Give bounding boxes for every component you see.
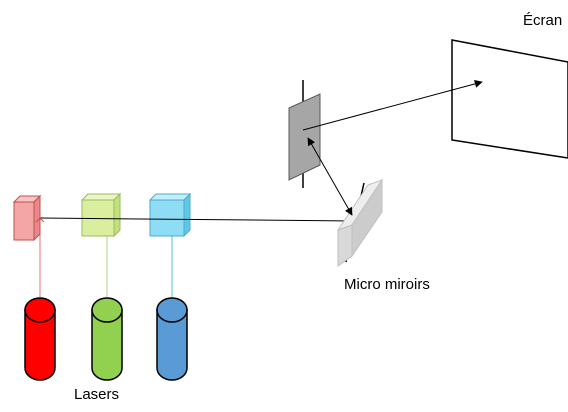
upper-micro-mirror (288, 80, 321, 188)
blue-laser (156, 297, 188, 381)
blue-filter (148, 192, 192, 238)
green-laser (91, 297, 123, 381)
screen-label: Écran (523, 12, 563, 29)
screen-panel (451, 39, 568, 159)
green-filter (80, 192, 122, 238)
micro-mirrors-label: Micro miroirs (344, 276, 430, 293)
lasers-label: Lasers (74, 386, 120, 403)
mirror-to-mirror-beam (307, 137, 353, 216)
combined-beam (39, 216, 355, 225)
red-filter (12, 194, 42, 242)
red-laser (24, 297, 56, 381)
beam-start-tick (35, 217, 45, 223)
lower-micro-mirror (336, 178, 384, 267)
beam-to-screen (302, 80, 483, 131)
